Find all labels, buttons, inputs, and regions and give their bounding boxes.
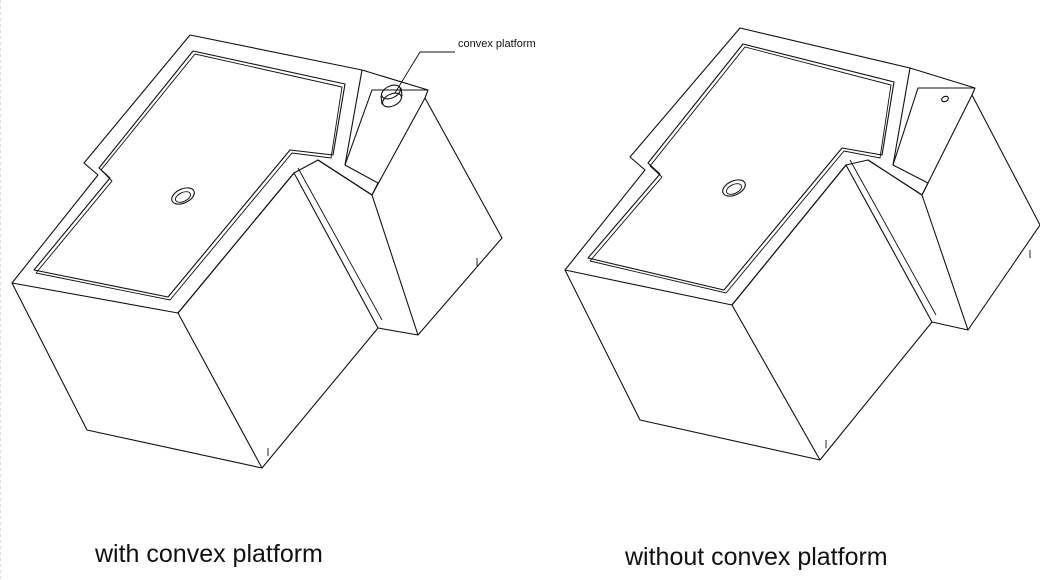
front-right-face (177, 172, 379, 469)
top-inner-outline (587, 43, 895, 291)
front-right-face (731, 164, 933, 461)
convex-platform (380, 84, 403, 108)
center-hole (722, 179, 746, 197)
small-mounting-hole (941, 95, 949, 103)
feet (825, 250, 1031, 448)
top-outline (11, 34, 379, 314)
figure-caption-left: with convex platform (95, 540, 323, 568)
callout-label: convex platform (458, 38, 536, 50)
rear-block (867, 67, 1040, 331)
top-inner-outline-shadow (35, 53, 343, 301)
housing-without-platform (564, 27, 1040, 461)
center-hole-inner (175, 191, 191, 203)
front-right-edge (297, 167, 383, 321)
center-hole (171, 187, 195, 205)
top-inner-outline-shadow (589, 46, 892, 294)
feet (267, 258, 478, 456)
front-left-face (11, 282, 263, 469)
front-left-face (564, 269, 821, 461)
rear-block (317, 69, 503, 336)
top-inner-outline (33, 50, 346, 298)
left-edge-marker (0, 0, 3, 580)
center-hole-inner (726, 183, 742, 195)
figure-caption-right: without convex platform (625, 543, 888, 571)
callout-leader (394, 51, 455, 94)
front-right-edge (849, 159, 937, 316)
housing-with-platform (11, 34, 503, 469)
